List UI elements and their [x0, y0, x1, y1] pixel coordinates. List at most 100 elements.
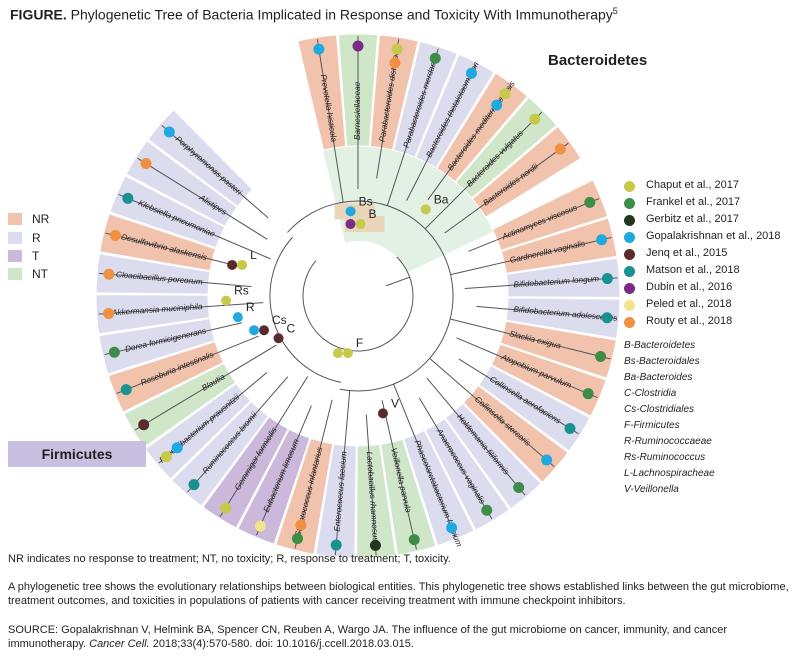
- node-study-marker: [345, 206, 356, 217]
- leaf-branch: [381, 400, 417, 550]
- outcome-wedge: [505, 297, 621, 339]
- study-legend-label: Routy et al., 2018: [646, 315, 733, 327]
- study-legend-dot: [624, 181, 635, 192]
- figure-title-text: Phylogenetic Tree of Bacteria Implicated…: [70, 6, 613, 23]
- outcome-wedge: [297, 34, 347, 151]
- study-marker: [122, 192, 134, 204]
- leaf-branch: [426, 377, 526, 496]
- abbreviation-item: C-Clostridia: [624, 388, 677, 399]
- leaf-branch: [316, 39, 344, 203]
- source-note: SOURCE: Gopalakrishnan V, Helmink BA, Sp…: [8, 624, 728, 650]
- leaf-branch: [161, 125, 269, 219]
- leaf-branch: [105, 232, 243, 268]
- study-marker: [330, 539, 342, 551]
- node-study-marker: [259, 325, 270, 336]
- study-marker: [446, 522, 458, 534]
- node-label: Cs: [272, 313, 287, 327]
- outcome-wedge: [499, 320, 617, 379]
- abbreviation-item: Cs-Clostridiales: [624, 404, 695, 415]
- leaf-branch: [458, 358, 579, 435]
- outcome-legend-t-label: T: [32, 249, 40, 263]
- leaf-branch: [255, 405, 312, 536]
- study-marker: [554, 143, 566, 155]
- root-stem: [386, 276, 410, 287]
- study-legend-label: Chaput et al., 2017: [646, 179, 739, 191]
- outcome-wedge: [380, 438, 437, 556]
- outcome-wedge: [237, 428, 311, 545]
- description-note: A phylogenetic tree shows the evolutiona…: [8, 581, 789, 607]
- study-marker: [596, 234, 608, 246]
- study-marker: [103, 307, 115, 319]
- node-study-marker: [332, 348, 343, 359]
- firmicutes-arc: [269, 236, 342, 383]
- abbreviation-item: Ba-Bacteroides: [624, 372, 693, 383]
- abbreviation-note: NR indicates no response to treatment; N…: [8, 553, 451, 565]
- node-label: B: [369, 207, 377, 221]
- abbreviation-item: R-Ruminococcaeae: [624, 436, 712, 447]
- leaf-branch: [464, 277, 618, 290]
- study-legend-label: Frankel et al., 2017: [646, 196, 741, 208]
- abbreviation-item: F-Firmicutes: [624, 420, 680, 431]
- outcome-wedge: [315, 443, 357, 559]
- leaf-branch: [98, 272, 252, 288]
- outcome-wedge: [95, 294, 211, 335]
- leaf-branch: [429, 357, 555, 467]
- outcome-wedge: [415, 53, 495, 169]
- node-study-marker: [345, 219, 356, 230]
- abbreviation-item: Rs-Ruminococcus: [624, 452, 706, 463]
- study-marker: [109, 230, 121, 242]
- leaf-branch: [334, 390, 351, 556]
- tree-branches: [98, 36, 618, 556]
- study-marker: [391, 43, 403, 55]
- node-study-marker: [227, 259, 238, 270]
- study-marker: [465, 67, 477, 79]
- leaf-branch: [116, 335, 259, 394]
- leaf-branch: [187, 376, 289, 493]
- study-marker: [595, 350, 607, 362]
- node-study-marker: [249, 325, 260, 336]
- outcome-wedge: [107, 340, 225, 413]
- study-marker: [188, 479, 200, 491]
- bacteroidetes-clade-highlight: [322, 146, 494, 273]
- study-marker: [513, 482, 525, 494]
- outcome-wedge: [99, 213, 217, 272]
- outcome-wedge: [125, 140, 238, 227]
- study-marker: [103, 268, 115, 280]
- study-marker: [481, 504, 493, 516]
- study-marker: [140, 158, 152, 170]
- node-label: Bs: [359, 194, 373, 208]
- study-marker: [541, 454, 553, 466]
- study-marker: [108, 346, 120, 358]
- study-marker: [220, 502, 232, 514]
- study-marker: [171, 442, 183, 454]
- outcome-wedge: [491, 179, 609, 252]
- outcome-legend-r-swatch: [8, 232, 22, 244]
- study-legend-label: Gerbitz et al., 2017: [646, 213, 739, 225]
- study-legend-dot: [624, 215, 635, 226]
- node-study-marker: [232, 312, 243, 323]
- outcome-wedge: [356, 443, 397, 559]
- outcome-legend-t-swatch: [8, 250, 22, 262]
- outcome-wedge: [202, 416, 289, 529]
- study-marker: [584, 196, 596, 208]
- node-study-marker: [273, 333, 284, 344]
- study-marker: [491, 99, 503, 111]
- outcome-wedge: [478, 365, 591, 452]
- leaf-branch: [456, 337, 598, 399]
- study-marker: [120, 384, 132, 396]
- outcome-legend-nt-label: NT: [32, 267, 48, 281]
- outcome-wedge: [436, 72, 529, 183]
- leaf-branch: [444, 142, 569, 234]
- node-label: Ba: [434, 192, 449, 206]
- node-study-marker: [377, 408, 388, 419]
- outcome-wedges: [95, 33, 621, 559]
- study-legend-dot: [624, 283, 635, 294]
- leaf-branch: [118, 193, 271, 260]
- study-marker: [582, 388, 594, 400]
- proteobacteria-arc: [287, 201, 342, 233]
- study-marker: [601, 273, 613, 285]
- outcome-wedge: [98, 318, 216, 375]
- outcome-wedge: [369, 34, 419, 151]
- firmicutes-phylum-label: Firmicutes: [8, 441, 146, 467]
- abbreviation-item: B-Bacteroidetes: [624, 340, 696, 351]
